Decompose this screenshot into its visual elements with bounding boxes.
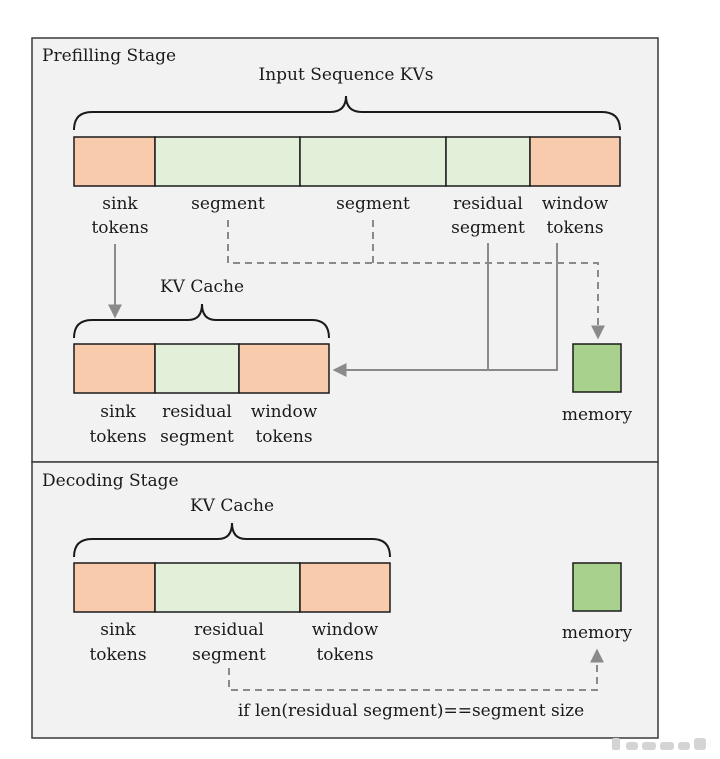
input-label-residual-1: residual — [453, 194, 523, 214]
decode-cache-title: KV Cache — [190, 496, 274, 516]
prefill-cache-label-sink-2: tokens — [89, 427, 146, 447]
prefill-cache-sink — [73, 343, 156, 394]
prefill-memory-block — [572, 343, 622, 393]
input-block-segment-2 — [299, 136, 447, 187]
decode-cache-window — [299, 562, 391, 613]
prefill-cache-brace — [73, 303, 330, 339]
decode-cache-label-sink-2: tokens — [89, 645, 146, 665]
input-sequence-title: Input Sequence KVs — [259, 65, 434, 85]
decode-memory-label: memory — [562, 623, 633, 643]
decode-cache-label-window-1: window — [312, 620, 379, 640]
input-label-residual-2: segment — [451, 218, 525, 238]
prefill-cache-label-residual-1: residual — [162, 402, 232, 422]
input-label-sink-1: sink — [102, 194, 138, 214]
decode-cache-brace — [73, 522, 391, 558]
input-block-sink — [73, 136, 156, 187]
prefill-cache-label-residual-2: segment — [160, 427, 234, 447]
prefill-cache-label-window-1: window — [251, 402, 318, 422]
input-label-window-1: window — [542, 194, 609, 214]
input-label-sink-2: tokens — [91, 218, 148, 238]
input-label-segment-2: segment — [336, 194, 410, 214]
input-block-segment-1 — [154, 136, 301, 187]
window-to-cache-arrow — [332, 243, 558, 377]
decode-cache-sink — [73, 562, 156, 613]
prefill-memory-label: memory — [562, 405, 633, 425]
input-block-residual — [445, 136, 531, 187]
prefill-cache-title: KV Cache — [160, 277, 244, 297]
input-sequence-bar — [73, 136, 621, 187]
prefill-cache-bar — [73, 343, 330, 394]
decode-cache-label-residual-2: segment — [192, 645, 266, 665]
decode-cache-residual — [154, 562, 301, 613]
decode-stage-title: Decoding Stage — [42, 471, 179, 491]
decode-cache-label-window-2: tokens — [316, 645, 373, 665]
prefill-cache-label-window-2: tokens — [255, 427, 312, 447]
input-brace — [73, 95, 621, 131]
decode-cache-bar — [73, 562, 391, 613]
prefill-stage-title: Prefilling Stage — [42, 46, 176, 66]
input-label-segment-1: segment — [191, 194, 265, 214]
segments-to-memory-arrow — [227, 220, 605, 340]
input-label-window-2: tokens — [546, 218, 603, 238]
prefill-cache-label-sink-1: sink — [100, 402, 136, 422]
watermark-logo — [612, 738, 706, 750]
prefill-cache-window — [238, 343, 330, 394]
flush-condition: if len(residual segment)==segment size — [238, 701, 584, 721]
prefill-cache-residual — [154, 343, 240, 394]
decode-memory-block — [572, 562, 622, 612]
decode-cache-label-sink-1: sink — [100, 620, 136, 640]
residual-to-memory-arrow — [228, 648, 604, 691]
decode-cache-label-residual-1: residual — [194, 620, 264, 640]
input-block-window — [529, 136, 621, 187]
